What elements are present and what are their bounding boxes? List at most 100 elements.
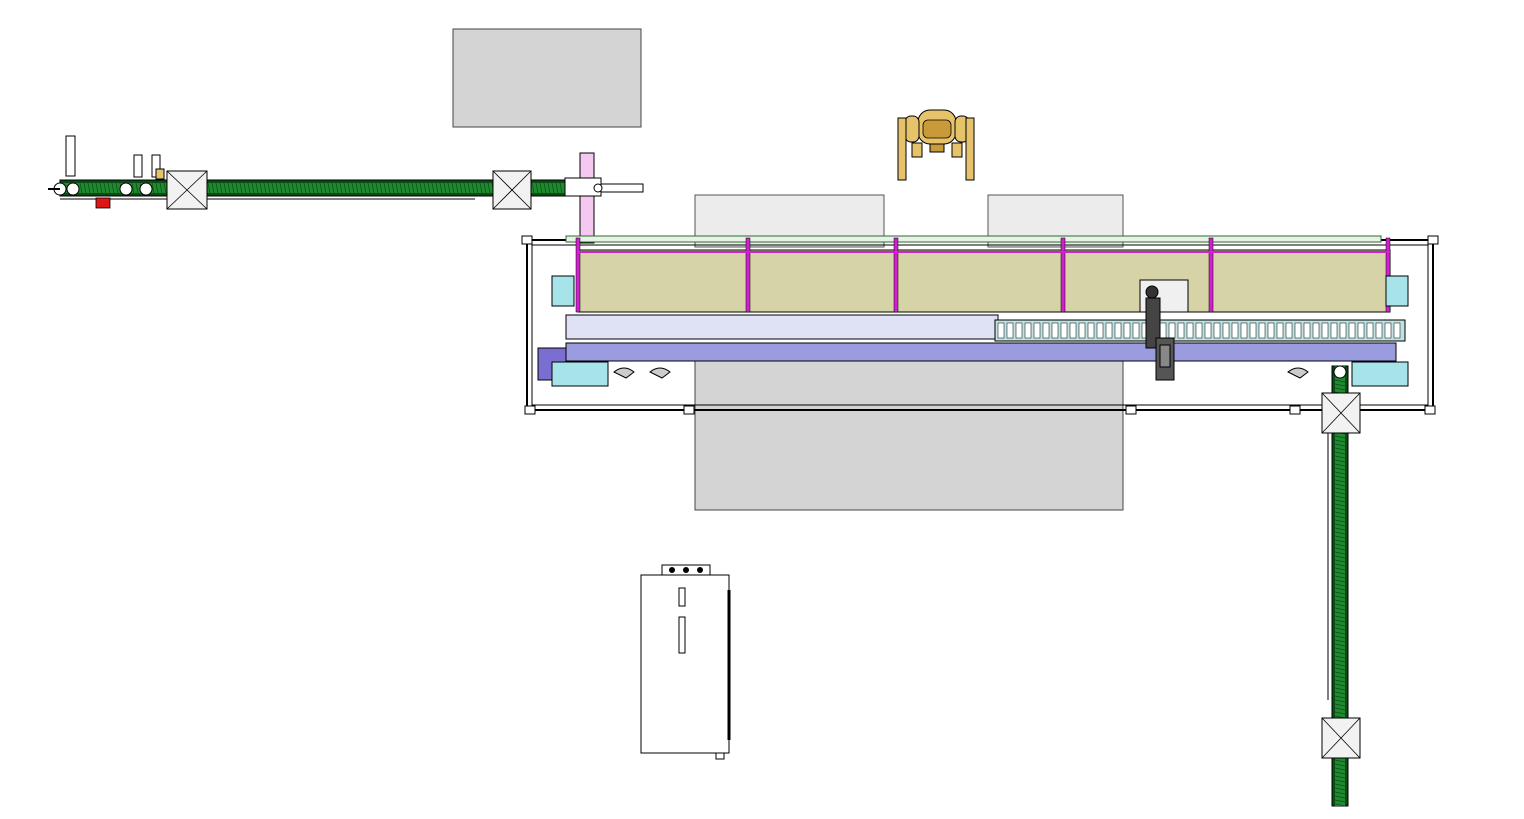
outfeed-tooth: [1334, 551, 1346, 555]
infeed-tooth: [479, 182, 483, 194]
infeed-tooth: [211, 182, 215, 194]
infeed-tooth: [91, 182, 95, 194]
infeed-tooth: [459, 182, 463, 194]
infeed-tooth: [395, 182, 399, 194]
infeed-tooth: [243, 182, 247, 194]
outfeed-tooth: [1334, 691, 1346, 695]
rack-clamp-left-a: [613, 367, 635, 379]
outfeed-tooth: [1334, 591, 1346, 595]
infeed-tooth: [359, 182, 363, 194]
outfeed-tooth: [1334, 587, 1346, 591]
infeed-tooth: [471, 182, 475, 194]
outfeed-tooth: [1334, 567, 1346, 571]
outfeed-conveyor: [1321, 365, 1361, 807]
outfeed-tooth: [1334, 683, 1346, 687]
outfeed-tooth: [1334, 595, 1346, 599]
infeed-tooth: [467, 182, 471, 194]
outfeed-tooth: [1334, 555, 1346, 559]
outfeed-tooth: [1334, 383, 1346, 387]
rack-slot: [1186, 322, 1194, 339]
infeed-conveyor: [48, 135, 566, 210]
outfeed-tooth: [1334, 579, 1346, 583]
rack-slot: [997, 322, 1005, 339]
rack-top-rail: [565, 235, 1382, 243]
bin-post: [1385, 237, 1391, 313]
infeed-tooth: [295, 182, 299, 194]
infeed-tooth: [535, 182, 539, 194]
infeed-tooth: [263, 182, 267, 194]
outfeed-tooth: [1334, 631, 1346, 635]
rack-slot: [1240, 322, 1248, 339]
outfeed-tooth: [1334, 771, 1346, 775]
rack-slot: [1159, 322, 1167, 339]
infeed-tooth: [231, 182, 235, 194]
bin-post: [1060, 237, 1066, 313]
rack-slot: [1069, 322, 1077, 339]
infeed-tooth: [383, 182, 387, 194]
rack-slot: [1168, 322, 1176, 339]
infeed-motor-post: [65, 135, 76, 177]
outfeed-tooth: [1334, 443, 1346, 447]
outfeed-tooth: [1334, 539, 1346, 543]
outfeed-tooth: [1334, 523, 1346, 527]
storage-rack: [521, 235, 1439, 415]
infeed-tooth: [155, 182, 159, 194]
alarm-light: [95, 197, 111, 209]
outfeed-tooth: [1334, 559, 1346, 563]
rack-slot: [1321, 322, 1329, 339]
infeed-tooth: [487, 182, 491, 194]
outfeed-tooth: [1334, 483, 1346, 487]
outfeed-tooth: [1334, 707, 1346, 711]
outfeed-tooth: [1334, 507, 1346, 511]
infeed-tooth: [135, 182, 139, 194]
infeed-tooth: [347, 182, 351, 194]
infeed-tooth: [287, 182, 291, 194]
rack-slot: [1384, 322, 1392, 339]
outfeed-tooth: [1334, 695, 1346, 699]
outfeed-tooth: [1334, 643, 1346, 647]
rack-bracket-left: [551, 275, 575, 307]
infeed-tooth: [403, 182, 407, 194]
infeed-tooth: [351, 182, 355, 194]
infeed-tooth: [235, 182, 239, 194]
infeed-tooth: [415, 182, 419, 194]
infeed-tooth: [439, 182, 443, 194]
outfeed-tooth: [1334, 487, 1346, 491]
infeed-sensor-c: [155, 168, 165, 180]
infeed-tooth: [99, 182, 103, 194]
infeed-tooth: [95, 182, 99, 194]
rack-slot: [1285, 322, 1293, 339]
outfeed-tooth: [1334, 763, 1346, 767]
outfeed-tooth: [1334, 611, 1346, 615]
rack-slot: [1294, 322, 1302, 339]
outfeed-tooth: [1334, 379, 1346, 383]
rack-slot: [1357, 322, 1365, 339]
rack-slot: [1393, 322, 1401, 339]
outfeed-tooth: [1334, 459, 1346, 463]
outfeed-tooth: [1334, 667, 1346, 671]
outfeed-tooth: [1334, 511, 1346, 515]
infeed-tooth: [559, 182, 563, 194]
rack-slot: [1033, 322, 1041, 339]
rack-bracket-left-lower: [551, 361, 609, 387]
rack-slot: [1204, 322, 1212, 339]
bin-post: [745, 237, 751, 313]
rack-slot: [1006, 322, 1014, 339]
outfeed-tooth: [1334, 463, 1346, 467]
rack-slot: [1258, 322, 1266, 339]
outfeed-tooth: [1334, 495, 1346, 499]
outfeed-tooth: [1334, 639, 1346, 643]
infeed-tooth: [283, 182, 287, 194]
rack-slot: [1339, 322, 1347, 339]
rack-slot: [1213, 322, 1221, 339]
rack-slot: [1249, 322, 1257, 339]
rack-slot: [1087, 322, 1095, 339]
top-left-panel: [452, 28, 642, 128]
infeed-tooth: [391, 182, 395, 194]
outfeed-tooth: [1334, 703, 1346, 707]
infeed-tooth: [115, 182, 119, 194]
outfeed-tooth: [1334, 563, 1346, 567]
infeed-roller-2: [66, 182, 80, 196]
infeed-tooth: [207, 182, 211, 194]
